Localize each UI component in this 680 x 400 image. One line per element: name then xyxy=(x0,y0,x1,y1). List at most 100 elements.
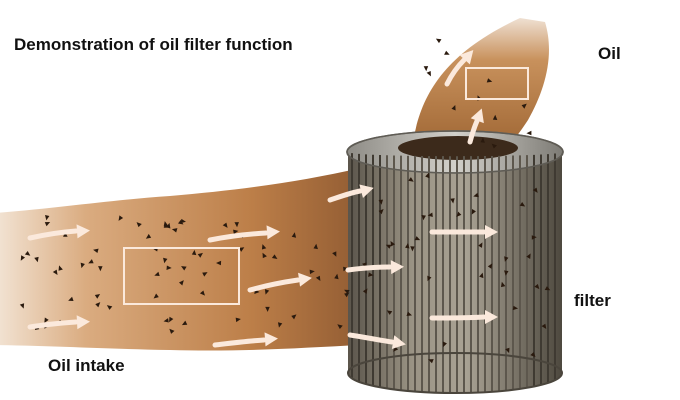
particle xyxy=(378,199,384,205)
flow-arrow xyxy=(429,310,498,324)
particle xyxy=(309,269,315,275)
particle xyxy=(234,222,239,228)
particle xyxy=(526,130,532,136)
particle xyxy=(45,214,50,221)
particle xyxy=(291,232,297,238)
particle xyxy=(425,172,430,179)
particle xyxy=(181,266,187,271)
particle xyxy=(315,275,321,282)
filter-top-rim xyxy=(346,130,564,174)
particle xyxy=(408,177,414,182)
particle xyxy=(178,280,184,286)
particle xyxy=(526,253,531,260)
flow-arrow xyxy=(212,332,278,348)
particle xyxy=(44,222,51,227)
particle xyxy=(390,241,396,247)
particle xyxy=(106,305,113,310)
particle xyxy=(491,143,497,149)
particle xyxy=(169,316,174,323)
particle xyxy=(197,252,203,258)
particle xyxy=(512,305,519,311)
particle xyxy=(423,66,429,72)
flow-arrow xyxy=(347,332,406,350)
particle xyxy=(222,222,228,228)
particle xyxy=(169,328,175,334)
oil-intake-flow xyxy=(0,168,360,351)
particle xyxy=(519,202,526,207)
particle xyxy=(34,256,39,263)
particle xyxy=(504,256,509,262)
flow-arrow xyxy=(429,225,498,239)
particle xyxy=(265,306,270,312)
flow-arrow xyxy=(345,260,404,275)
particle xyxy=(233,229,239,235)
flow-arrow xyxy=(207,225,280,243)
particle xyxy=(478,242,483,248)
particle xyxy=(277,322,283,328)
intake-highlight-box xyxy=(123,247,240,305)
particle xyxy=(427,212,433,217)
particle xyxy=(163,318,169,323)
particle xyxy=(68,296,74,302)
particle xyxy=(291,314,297,320)
particle xyxy=(451,104,456,111)
particle xyxy=(44,317,49,324)
particle xyxy=(202,272,208,277)
flow-arrow xyxy=(247,272,312,293)
particle xyxy=(264,289,270,295)
page-title: Demonstration of oil filter function xyxy=(14,35,293,54)
particle xyxy=(24,250,31,256)
particle xyxy=(504,270,509,276)
filter-bottom-rim xyxy=(347,352,563,394)
particle xyxy=(386,310,393,315)
contaminant-particles xyxy=(19,38,551,364)
particle xyxy=(88,259,94,264)
filter-pleats xyxy=(351,153,556,393)
particle xyxy=(136,222,142,228)
particle xyxy=(191,249,197,256)
particle xyxy=(406,311,413,316)
particle xyxy=(118,215,124,221)
particle xyxy=(94,293,101,299)
particle xyxy=(80,262,85,269)
particle xyxy=(216,260,222,266)
particle xyxy=(177,219,184,225)
flow-arrow xyxy=(467,108,484,145)
particle xyxy=(199,290,205,296)
oil-intake-label: Oil intake xyxy=(48,356,125,375)
particle xyxy=(235,317,241,323)
filter-label: filter xyxy=(574,291,611,310)
particle xyxy=(145,233,152,239)
particle xyxy=(480,137,485,143)
particle xyxy=(444,50,450,55)
particle xyxy=(414,236,421,241)
particle xyxy=(521,103,527,109)
particle xyxy=(501,281,506,288)
particle xyxy=(450,198,455,204)
particle xyxy=(378,208,384,215)
particle xyxy=(427,275,432,282)
particle xyxy=(337,324,343,330)
particle xyxy=(368,272,374,277)
particle xyxy=(166,265,172,271)
particle xyxy=(313,243,318,250)
particle xyxy=(262,252,267,259)
oil-outlet-flow xyxy=(412,18,549,158)
particle xyxy=(153,293,159,299)
particle xyxy=(98,266,103,272)
particle xyxy=(238,247,245,252)
flow-arrows xyxy=(27,50,498,350)
particle xyxy=(492,114,498,121)
flow-arrow xyxy=(444,50,474,87)
particle xyxy=(163,221,169,227)
particle xyxy=(332,251,337,257)
particle xyxy=(532,187,538,193)
particle xyxy=(271,254,278,259)
oil-outlet-label: Oil xyxy=(598,44,621,63)
particle xyxy=(428,359,434,364)
particle xyxy=(473,192,479,198)
particle xyxy=(435,38,442,44)
flow-arrow xyxy=(27,315,90,330)
